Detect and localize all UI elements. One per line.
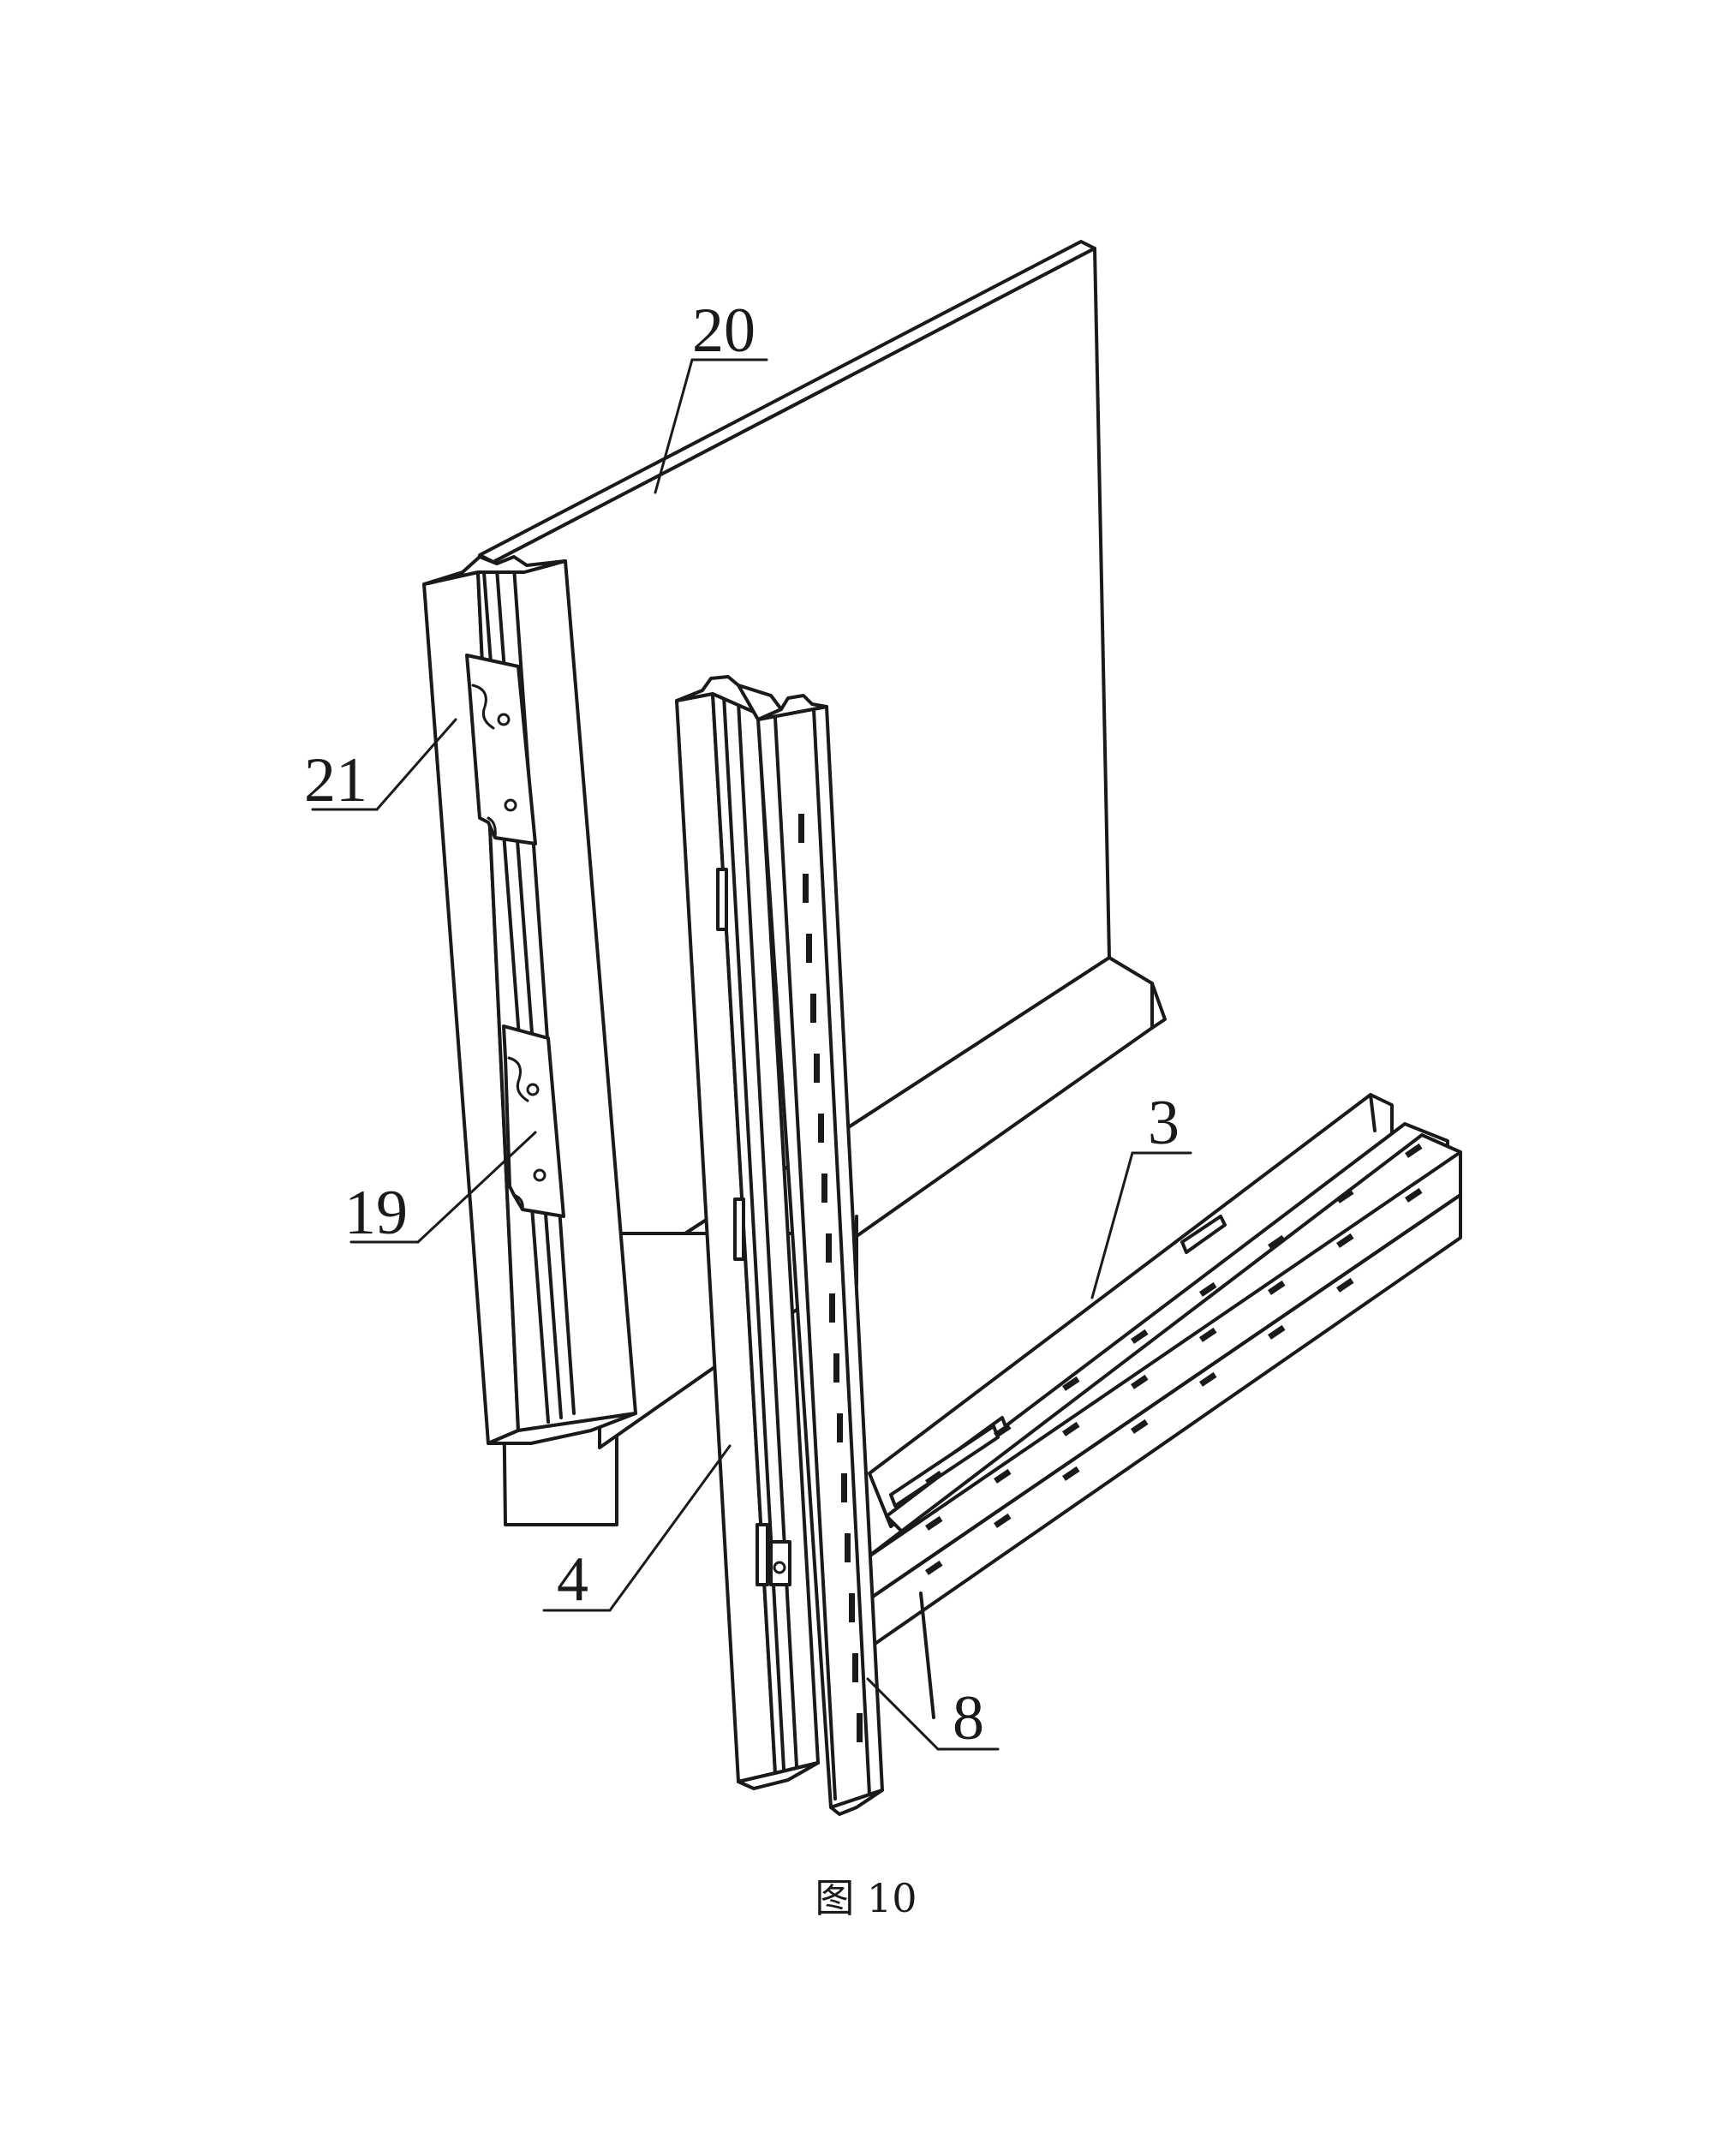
label-20-text: 20	[692, 296, 756, 366]
post-21	[422, 555, 637, 1445]
label-4: 4	[542, 1444, 732, 1615]
figure-caption: 图 10	[815, 1875, 917, 1921]
label-21: 21	[304, 718, 457, 815]
label-20: 20	[654, 296, 768, 494]
hinge-19-upper	[465, 654, 537, 845]
rails-3	[863, 1093, 1462, 1719]
label-4-text: 4	[557, 1544, 588, 1615]
rail-slots-upper	[925, 1143, 1423, 1485]
rail-slots-bottom	[925, 1277, 1354, 1575]
label-19: 19	[344, 1131, 537, 1248]
post-4	[675, 675, 884, 1816]
hinge-19-lower	[502, 1024, 565, 1218]
label-19-text: 19	[344, 1178, 408, 1248]
label-8: 8	[866, 1677, 1000, 1753]
label-3: 3	[1090, 1088, 1192, 1299]
post-4-slots	[798, 814, 863, 1742]
label-21-text: 21	[304, 745, 367, 815]
label-8-text: 8	[953, 1683, 984, 1753]
rail-slots-lower	[925, 1187, 1423, 1531]
label-3-text: 3	[1148, 1088, 1180, 1158]
